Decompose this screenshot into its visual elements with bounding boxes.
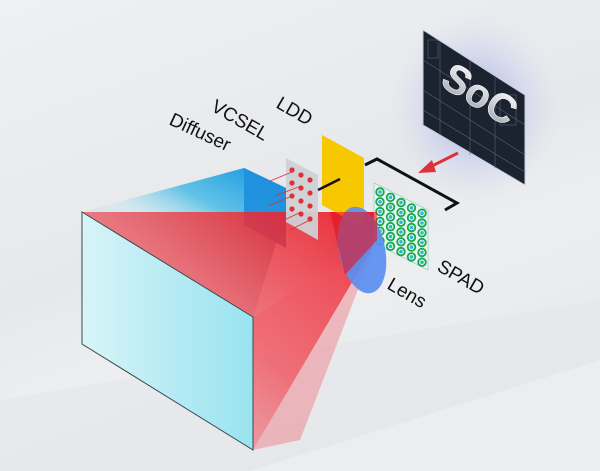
soc-chip: SoC [422, 29, 526, 186]
target-screen [81, 211, 254, 451]
ldd [322, 135, 364, 228]
return-beam-lower [253, 240, 377, 450]
ldd-vcsel-wire [317, 177, 341, 192]
soc-arrow-icon [418, 151, 459, 173]
floor-highlight [250, 360, 600, 471]
spad-label: SPAD [434, 256, 488, 299]
emit-beam [82, 168, 286, 212]
return-beam-on-lens [330, 212, 377, 275]
ldd-label: LDD [273, 93, 316, 130]
vcsel [267, 158, 318, 240]
return-beam [82, 212, 377, 450]
lens-label: Lens [384, 274, 430, 313]
ldd-spad-wire [364, 157, 461, 212]
